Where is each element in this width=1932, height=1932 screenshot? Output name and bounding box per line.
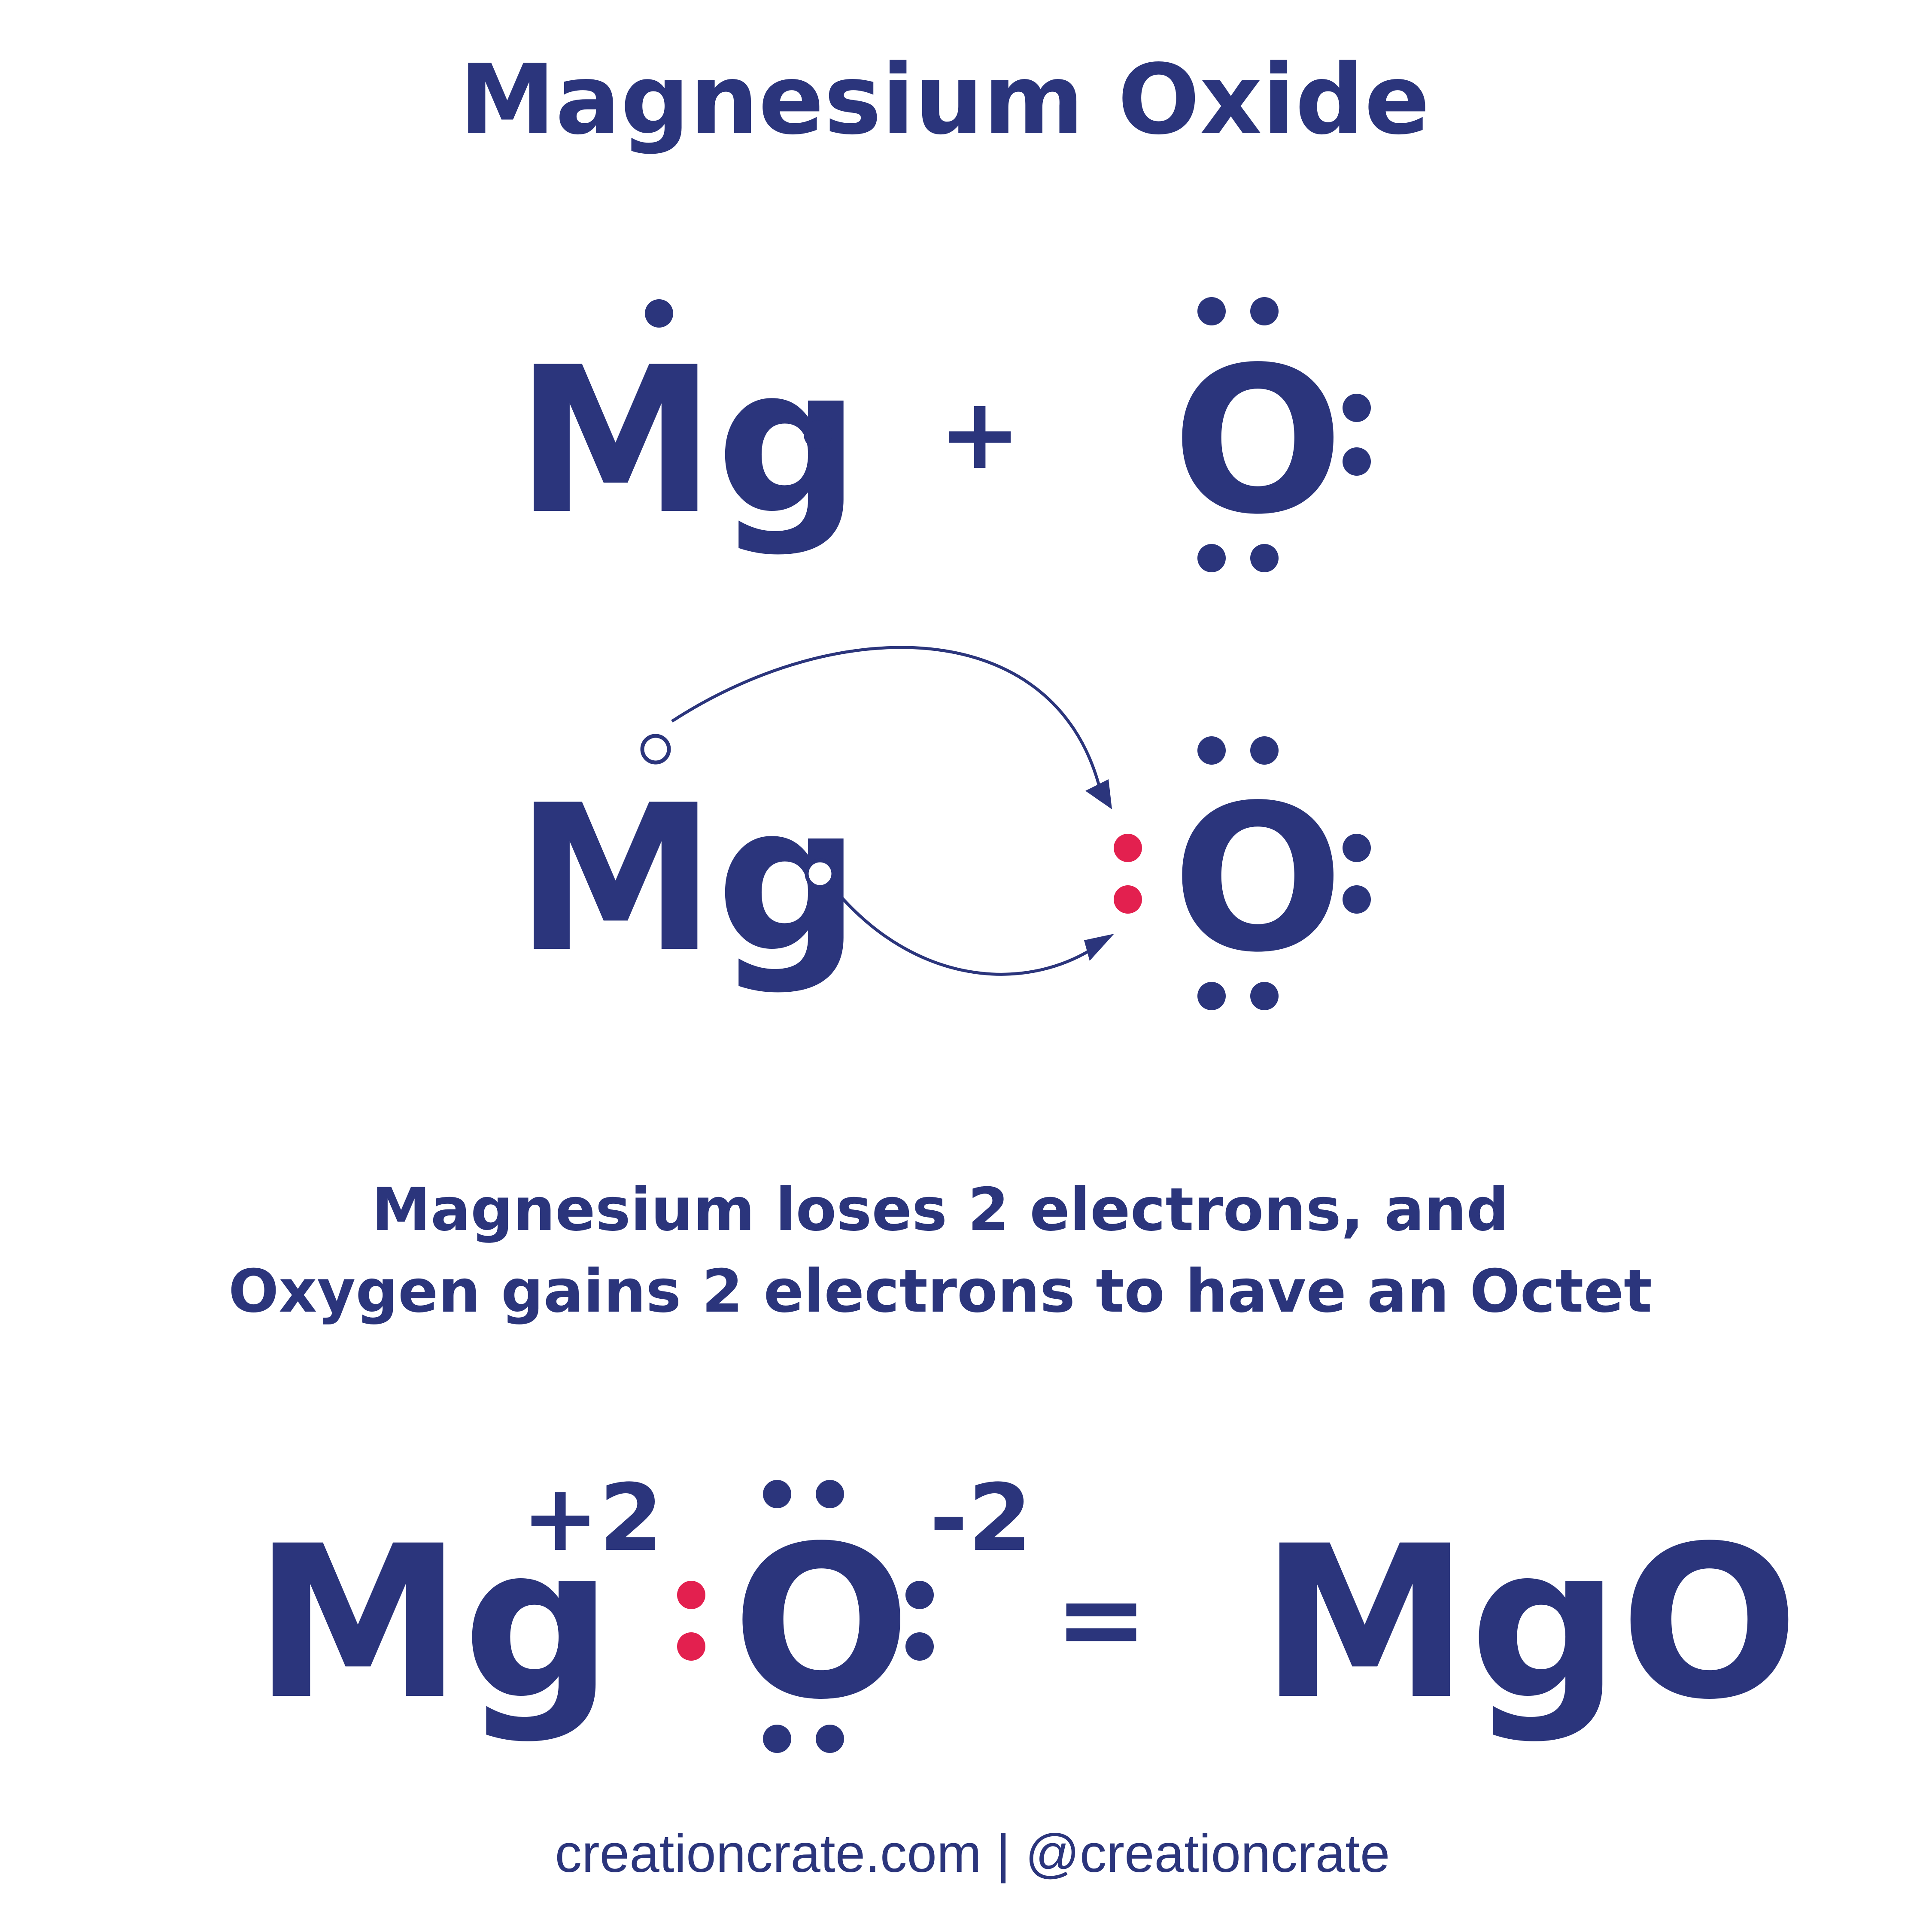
step1-o-electron-top-1 — [1197, 297, 1226, 325]
transfer-arrow-top — [671, 646, 1101, 786]
result-o-electron-bottom-1 — [763, 1725, 791, 1753]
step2-o-electron-top-1 — [1197, 736, 1226, 765]
result-o-electron-top-2 — [816, 1480, 844, 1508]
result-o-gained-electron-1 — [677, 1581, 705, 1609]
step1-reactants: Mg + O — [515, 297, 1371, 572]
step1-o-electron-bottom-1 — [1197, 544, 1226, 572]
step1-o-electron-bottom-2 — [1250, 544, 1279, 572]
result-equation: Mg +2 O -2 = MgO — [253, 1464, 1799, 1753]
explanation-line-1: Magnesium loses 2 electrons, and — [372, 1175, 1509, 1244]
result-formula: MgO — [1260, 1501, 1799, 1746]
step1-o-electron-top-2 — [1250, 297, 1279, 325]
explanation-line-2: Oxygen gains 2 electrons to have an Octe… — [228, 1257, 1652, 1326]
step2-o-electron-right-1 — [1343, 834, 1371, 862]
step2-mg-symbol: Mg — [515, 762, 860, 996]
step1-o-electron-right-1 — [1343, 394, 1371, 422]
result-equals-sign: = — [1054, 1554, 1148, 1684]
step1-o-symbol: O — [1172, 324, 1344, 559]
step2-o-symbol: O — [1172, 762, 1344, 996]
result-o-electron-right-1 — [905, 1581, 934, 1609]
step1-mg-symbol: Mg — [515, 324, 860, 559]
transfer-arrowhead-bottom — [1084, 934, 1114, 961]
transfer-arrow-bottom — [840, 896, 1100, 976]
result-mg-symbol: Mg — [253, 1501, 613, 1746]
step2-o-electron-bottom-1 — [1197, 982, 1226, 1010]
result-o-charge: -2 — [930, 1464, 1032, 1572]
step1-o-electron-right-2 — [1343, 447, 1371, 476]
step2-o-electron-right-2 — [1343, 885, 1371, 914]
transfer-arrowhead-top — [1085, 779, 1112, 809]
page-title: Magnesium Oxide — [459, 44, 1430, 156]
result-o-electron-bottom-2 — [816, 1725, 844, 1753]
step1-mg-electron-top — [645, 299, 673, 328]
step2-o-electron-top-2 — [1250, 736, 1279, 765]
step1-plus-sign: + — [939, 377, 1021, 492]
step2-o-gained-electron-1 — [1114, 834, 1142, 862]
step2-electron-transfer: Mg O — [515, 646, 1371, 1010]
step2-mg-lost-electron-right — [805, 858, 835, 889]
footer-credit: creationcrate.com | @creationcrate — [555, 1824, 1390, 1883]
step1-mg-electron-right — [804, 420, 832, 449]
result-o-symbol: O — [732, 1501, 911, 1746]
result-o-electron-top-1 — [763, 1480, 791, 1508]
step2-mg-lost-electron-top — [640, 734, 671, 765]
result-o-gained-electron-2 — [677, 1632, 705, 1661]
step2-o-electron-bottom-2 — [1250, 982, 1279, 1010]
result-o-electron-right-2 — [905, 1632, 934, 1661]
step2-o-gained-electron-2 — [1114, 885, 1142, 914]
result-mg-charge: +2 — [522, 1464, 663, 1572]
